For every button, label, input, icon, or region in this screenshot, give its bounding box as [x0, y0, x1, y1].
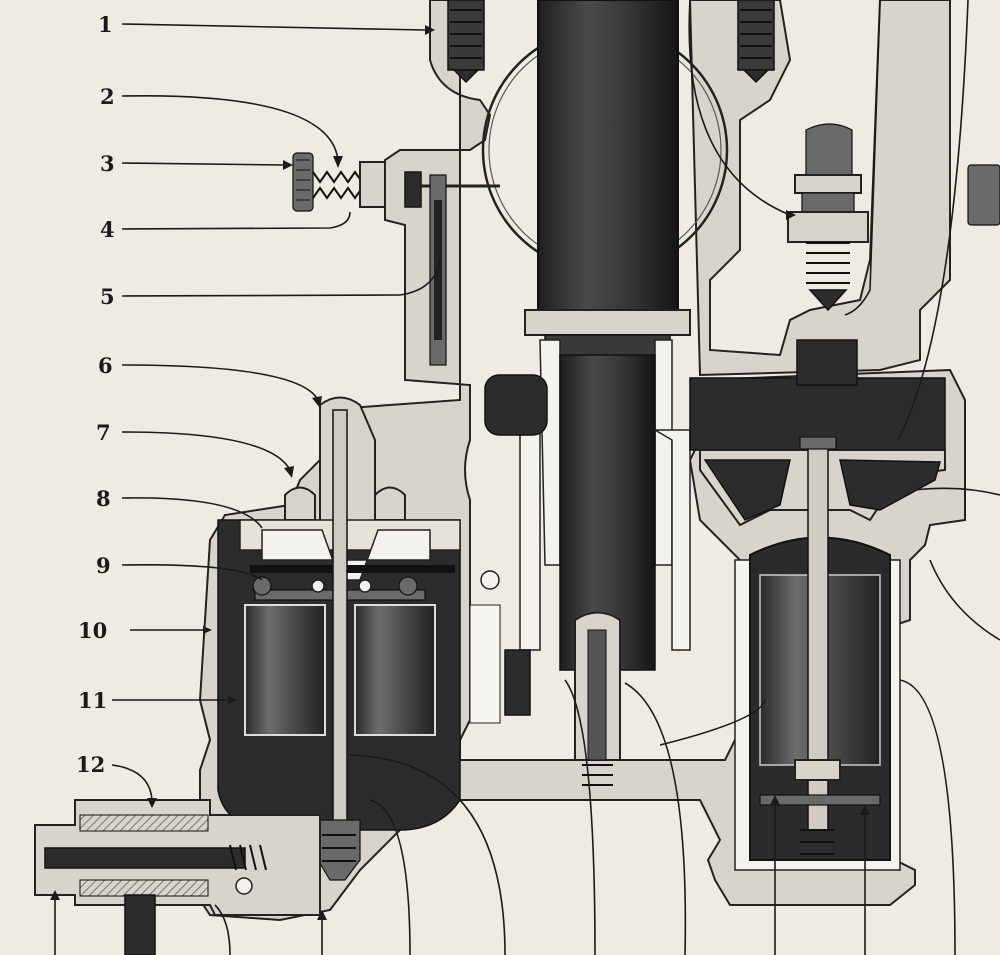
leader-1	[121, 23, 426, 31]
air-tube	[537, 0, 679, 316]
label-10: 10	[78, 618, 107, 643]
label-2: 2	[100, 84, 115, 109]
leader-2	[121, 94, 339, 161]
label-11: 11	[78, 688, 107, 713]
right-needle-valve	[787, 123, 1000, 386]
leader-9	[121, 564, 263, 581]
choke-chamber-left	[484, 374, 548, 436]
label-7: 7	[96, 420, 111, 445]
valve-cap	[805, 123, 853, 176]
label-4: 4	[100, 217, 115, 242]
float-bowl	[217, 396, 461, 881]
main-jet	[469, 570, 621, 786]
label-5: 5	[100, 284, 115, 309]
label-8: 8	[96, 486, 111, 511]
leader-6	[121, 364, 319, 401]
part-number-labels: 1 2 3 4 5 6 7 8 9 10 11 12	[76, 12, 115, 777]
fuel-inlet	[34, 799, 321, 955]
leader-5	[121, 259, 441, 297]
accelerator-pump	[699, 436, 946, 871]
float-left	[244, 604, 326, 736]
leader-7	[121, 431, 291, 471]
top-studs	[447, 0, 775, 84]
label-1: 1	[98, 12, 113, 37]
leader-lines	[50, 0, 1000, 955]
float-needle	[332, 409, 348, 831]
float-right	[354, 604, 436, 736]
leader-12	[111, 764, 153, 801]
label-9: 9	[96, 553, 111, 578]
leader-4	[121, 211, 351, 230]
leader-3	[121, 162, 286, 166]
label-6: 6	[98, 353, 113, 378]
right-knob	[967, 164, 1000, 226]
label-12: 12	[76, 752, 105, 777]
knurled-knob	[292, 152, 314, 212]
leader-8	[121, 497, 263, 529]
label-3: 3	[100, 151, 115, 176]
